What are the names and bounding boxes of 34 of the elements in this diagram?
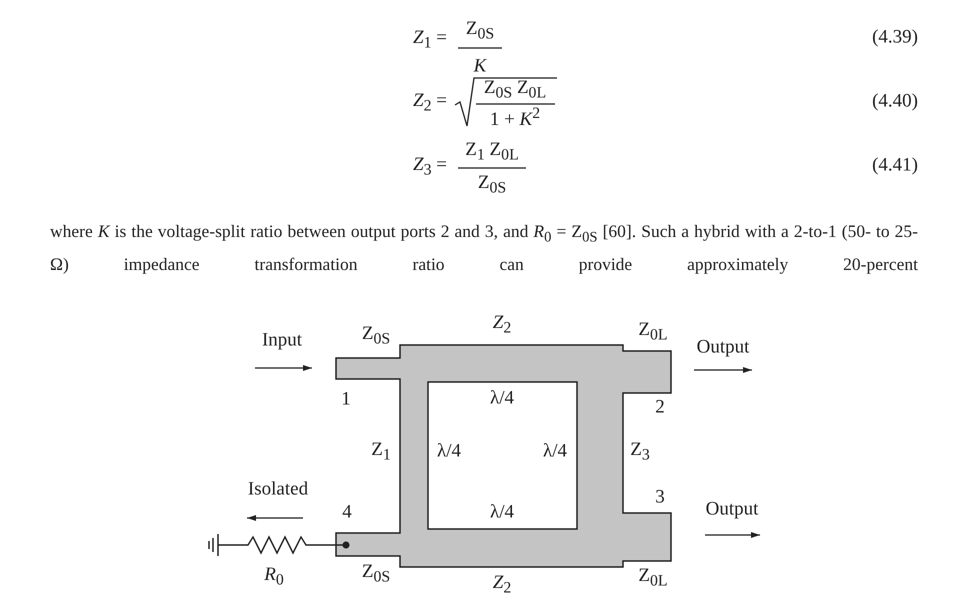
- impedance-label: Z$_{0S}$: [362, 562, 390, 586]
- impedance-label: Z$_{0S}$: [362, 324, 390, 348]
- body-paragraph: where K is the voltage-split ratio between output ports 2 and 3, and R$_{0}$ = Z$_{0S}$ [60]. Such a hybrid with a 2-to-1 (50- to 25-Ω) impedance transformation ratio can provide approximately 20-percent: [50, 220, 918, 276]
- equation-term: Z$_{2}$ =: [413, 90, 447, 116]
- length-label: λ/4: [437, 442, 461, 462]
- port-number: 2: [655, 398, 665, 418]
- port-label: Input: [262, 330, 302, 352]
- equation-number: (4.39): [872, 28, 918, 48]
- fraction-denominator: 1 + K$^{2}$: [490, 104, 540, 132]
- port-number: 3: [655, 488, 665, 508]
- fraction-denominator: K: [474, 56, 486, 78]
- port-label: Output: [706, 500, 758, 520]
- port-number: 1: [341, 390, 351, 410]
- length-label: λ/4: [543, 442, 567, 462]
- resistor-label: R$_{0}$: [264, 564, 284, 590]
- equation-number: (4.41): [872, 156, 918, 176]
- impedance-label: Z$_{3}$: [630, 440, 650, 464]
- port-label: Output: [696, 338, 750, 358]
- length-label: λ/4: [490, 388, 514, 410]
- impedance-label: Z$_{2}$: [492, 312, 512, 338]
- impedance-label: Z$_{0L}$: [638, 320, 668, 344]
- length-label: λ/4: [490, 502, 514, 524]
- equation-term: Z$_{1}$ =: [413, 28, 447, 52]
- fraction-denominator: Z$_{0S}$: [478, 172, 506, 198]
- equation-number: (4.40): [872, 92, 918, 112]
- port-number: 4: [342, 502, 352, 524]
- impedance-label: Z$_{1}$: [371, 440, 391, 464]
- fraction-numerator: Z$_{0S}$ Z$_{0L}$: [484, 78, 546, 102]
- port-label: Isolated: [248, 480, 308, 500]
- fraction-numerator: Z$_{0S}$: [466, 18, 494, 44]
- equation-term: Z$_{3}$ =: [413, 154, 447, 180]
- fraction-numerator: Z$_{1}$ Z$_{0L}$: [465, 140, 519, 164]
- impedance-label: Z$_{0L}$: [638, 566, 668, 590]
- impedance-label: Z$_{2}$: [492, 572, 512, 598]
